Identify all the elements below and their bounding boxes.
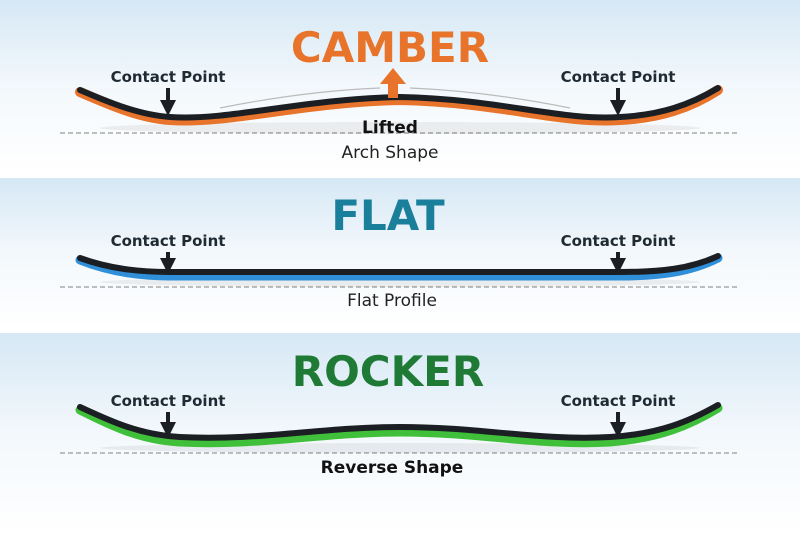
flat-panel: FLAT Contact Point Contact Point Flat Pr…: [60, 191, 740, 311]
camber-panel-bg: [0, 0, 800, 172]
contact-point-label-right: Contact Point: [561, 392, 676, 410]
contact-point-label-left: Contact Point: [111, 392, 226, 410]
camber-panel: CAMBER Contact Point Contact Point Lifte…: [60, 23, 740, 163]
arch-shape-label: Arch Shape: [341, 143, 438, 163]
lifted-label: Lifted: [362, 118, 418, 138]
rocker-panel: ROCKER Contact Point Contact Point Rever…: [60, 347, 740, 478]
contact-point-label-right: Contact Point: [561, 68, 676, 86]
reverse-shape-label: Reverse Shape: [321, 458, 464, 478]
contact-point-label-left: Contact Point: [111, 232, 226, 250]
arrow-up-icon: [380, 68, 406, 98]
flat-panel-bg: [0, 178, 800, 326]
camber-title: CAMBER: [291, 23, 489, 72]
flat-profile-label: Flat Profile: [347, 291, 437, 311]
rocker-board: [75, 403, 723, 448]
rocker-title: ROCKER: [292, 347, 484, 396]
contact-point-label-right: Contact Point: [561, 232, 676, 250]
flat-title: FLAT: [331, 191, 445, 240]
contact-point-label-left: Contact Point: [111, 68, 226, 86]
